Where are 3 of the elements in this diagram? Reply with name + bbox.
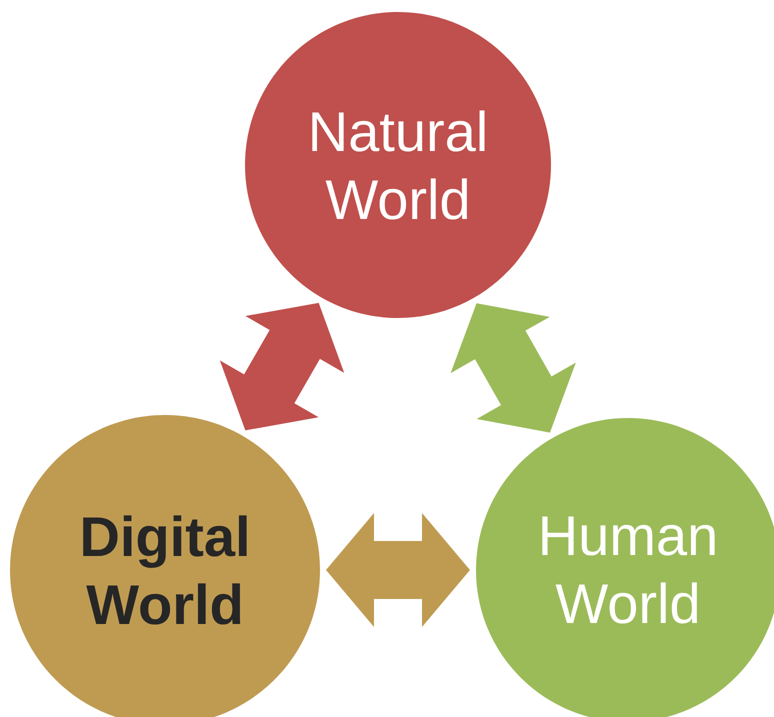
double-arrow (450, 303, 576, 433)
double-arrow (326, 513, 470, 627)
double-arrow (220, 302, 344, 430)
